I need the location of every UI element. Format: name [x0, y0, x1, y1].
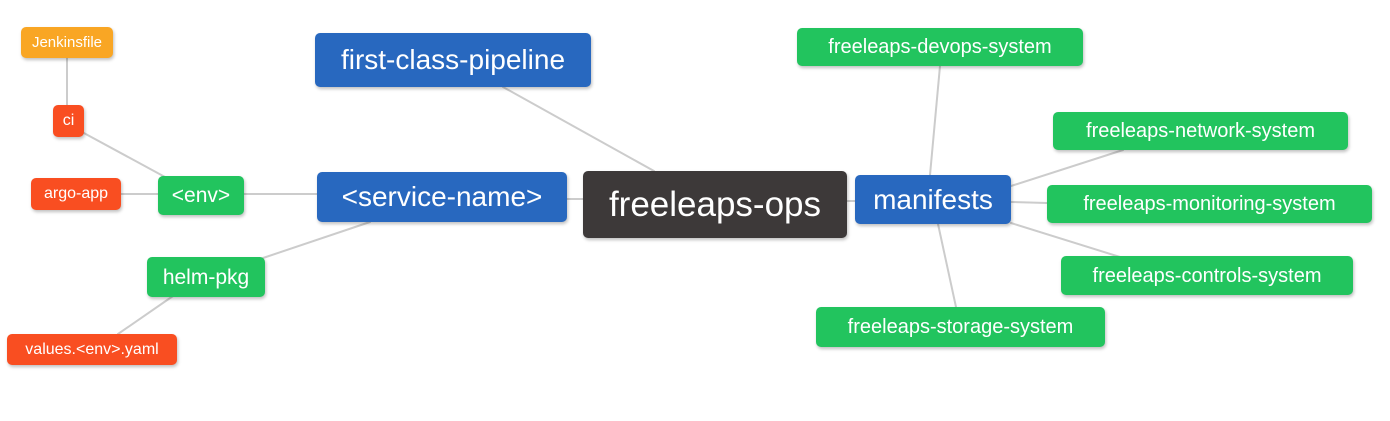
- node-helm-pkg[interactable]: helm-pkg: [147, 257, 265, 297]
- node-service-name[interactable]: <service-name>: [317, 172, 567, 222]
- node-jenkinsfile[interactable]: Jenkinsfile: [21, 27, 113, 58]
- node-env[interactable]: <env>: [158, 176, 244, 215]
- edge-manifests-controls-system: [1010, 222, 1121, 258]
- node-freeleaps-controls-system[interactable]: freeleaps-controls-system: [1061, 256, 1353, 295]
- node-freeleaps-ops[interactable]: freeleaps-ops: [583, 171, 847, 238]
- edge-first-class-pipeline-root: [502, 86, 655, 172]
- node-freeleaps-monitoring-system[interactable]: freeleaps-monitoring-system: [1047, 185, 1372, 223]
- node-first-class-pipeline[interactable]: first-class-pipeline: [315, 33, 591, 87]
- node-manifests[interactable]: manifests: [855, 175, 1011, 224]
- node-freeleaps-devops-system[interactable]: freeleaps-devops-system: [797, 28, 1083, 66]
- node-values-env-yaml[interactable]: values.<env>.yaml: [7, 334, 177, 365]
- edge-manifests-storage-system: [937, 223, 957, 308]
- node-freeleaps-network-system[interactable]: freeleaps-network-system: [1053, 112, 1348, 150]
- edge-ci-env: [81, 131, 166, 178]
- edge-manifests-network-system: [1010, 149, 1124, 187]
- node-ci[interactable]: ci: [53, 105, 84, 137]
- node-argo-app[interactable]: argo-app: [31, 178, 121, 210]
- node-freeleaps-storage-system[interactable]: freeleaps-storage-system: [816, 307, 1105, 347]
- edge-service-name-helm-pkg: [262, 221, 371, 259]
- edge-manifests-monitoring-system: [1010, 201, 1048, 204]
- edge-manifests-devops-system: [929, 65, 941, 176]
- edge-helm-pkg-values-env-yaml: [117, 295, 174, 335]
